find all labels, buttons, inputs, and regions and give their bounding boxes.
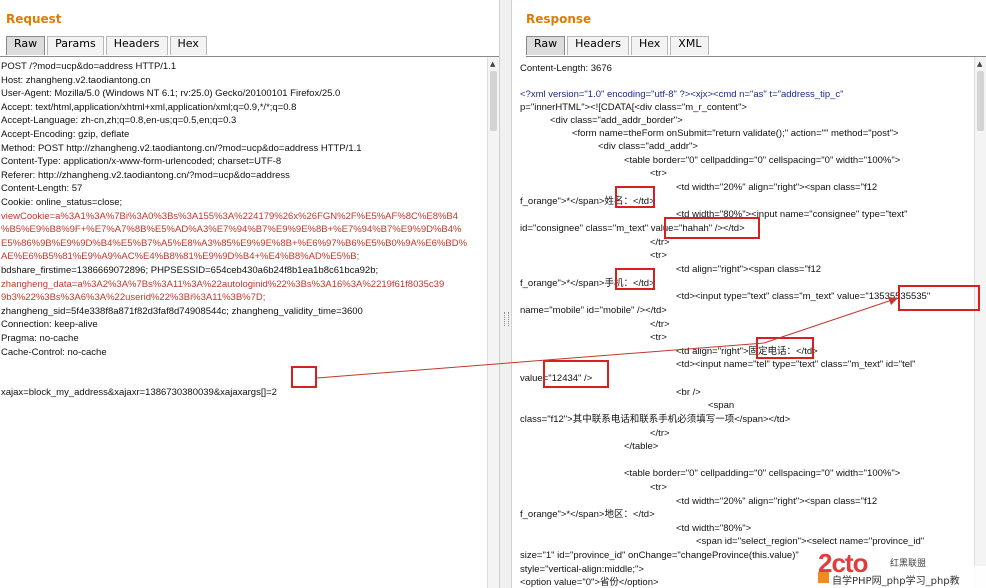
tab-hex[interactable]: Hex [630,36,669,55]
response-line: f_orange">*</span>姓名：</td> [520,196,655,207]
tab-headers[interactable]: Headers [567,36,629,55]
highlight-box-xajaxargs [291,366,317,388]
watermark-subtext: 自学PHP网_php学习_php教 [832,576,960,587]
scroll-up-icon[interactable]: ▲ [490,60,496,68]
response-line: <tr> [650,482,667,493]
request-line: Cache-Control: no-cache [1,346,107,358]
request-line: Accept-Encoding: gzip, deflate [1,129,130,140]
response-line: id="consignee" class="m_text" value="hah… [520,223,745,234]
response-line: p="innerHTML"><![CDATA[<div class="m_r_c… [520,102,747,113]
response-line: <div class="add_addr_border"> [550,115,683,126]
response-tabs: Raw Headers Hex XML [526,36,711,56]
request-scrollbar[interactable]: ▲ [487,57,499,588]
request-line: Pragma: no-cache [1,333,79,344]
tab-underline [0,56,499,57]
response-line: <td width="80%"><input name="consignee" … [676,209,908,220]
response-line: <td width="80%"> [676,523,752,534]
request-line: zhangheng_data=a%3A2%3A%7Bs%3A11%3A%22au… [1,278,445,290]
request-line: Content-Length: 57 [1,183,83,195]
tab-raw[interactable]: Raw [6,36,46,55]
highlight-box-tel-label [756,337,814,359]
tab-xml[interactable]: XML [670,36,710,55]
response-line: style="vertical-align:middle;"> [520,564,644,575]
request-line: bdshare_firstime=1386669072896; PHPSESSI… [1,265,379,276]
request-line: xajax=block_my_address&xajaxr=1386730380… [1,387,277,399]
request-line: viewCookie=a%3A1%3A%7Bi%3A0%3Bs%3A155%3A… [1,210,459,222]
scroll-up-icon[interactable]: ▲ [977,60,983,68]
request-line: Host: zhangheng.v2.taodiantong.cn [1,74,151,86]
response-line: <?xml version="1.0" encoding="utf-8" ?><… [520,89,844,100]
scrollbar-thumb[interactable] [977,71,984,131]
request-line: 9b3%22%3Bs%3A6%3A%22userid%22%3Bi%3A11%3… [1,292,266,304]
response-line: value="12434" /> [520,373,593,384]
request-line: %B5%E9%B8%9F+%E7%A7%8B%E5%AD%A3%E7%94%B7… [1,224,462,236]
response-line: <span id="select_region"><select name="p… [696,536,925,547]
response-line: <td align="right"><span class="f12 [676,264,822,275]
watermark-brand: 红黑联盟 [890,559,927,569]
response-line: <br /> [676,387,701,398]
response-raw-text[interactable]: Content-Length: 3676 <?xml version="1.0" … [512,57,986,588]
highlight-box-name-value [664,217,760,239]
request-line: POST /?mod=ucp&do=address HTTP/1.1 [1,61,177,72]
response-scrollbar[interactable]: ▲ [974,57,986,588]
splitter-grip-icon[interactable] [504,312,509,326]
highlight-box-name-label [615,186,655,208]
request-title: Request [6,12,62,26]
pane-splitter[interactable] [499,0,512,588]
highlight-box-mobile-label [615,268,655,290]
response-line: </tr> [650,428,670,439]
response-line: <td><input type="text" class="m_text" va… [676,291,931,302]
response-line: <option value="0">省份</option> [520,577,659,588]
response-line: <tr> [650,332,667,343]
scrollbar-thumb[interactable] [490,71,497,131]
response-line: f_orange">*</span>地区：</td> [520,509,655,520]
response-line: Content-Length: 3676 [520,63,612,74]
request-line: Connection: keep-alive [1,319,98,331]
request-line: AE%E6%B5%81%E9%A9%AC%E4%B8%81%E9%9D%B4+%… [1,251,360,263]
response-line: <table border="0" cellpadding="0" cellsp… [624,155,901,166]
tab-headers[interactable]: Headers [105,36,168,55]
request-line: User-Agent: Mozilla/5.0 (Windows NT 6.1;… [1,88,341,100]
highlight-box-tel-value [543,360,609,388]
response-line: size="1" id="province_id" onChange="chan… [520,550,799,561]
watermark-badge-icon [818,572,829,583]
response-line: class="f12">其中联系电话和联系手机必须填写一项</span></td… [520,414,791,425]
request-line: Accept-Language: zh-cn,zh;q=0.8,en-us;q=… [1,115,237,127]
request-line: Accept: text/html,application/xhtml+xml,… [1,101,297,113]
tab-hex[interactable]: Hex [169,36,207,55]
response-line: <td width="20%" align="right"><span clas… [676,182,878,193]
request-line: Method: POST http://zhangheng.v2.taodian… [1,142,362,154]
request-line: Content-Type: application/x-www-form-url… [1,156,282,168]
watermark: 2cto 红黑联盟 自学PHP网_php学习_php教 [818,548,986,588]
response-line: f_orange">*</span>手机：</td> [520,278,655,289]
response-pane: Response Raw Headers Hex XML Content-Len… [512,0,986,588]
response-line: <div class="add_addr"> [598,141,698,152]
response-line: name="mobile" id="mobile" /></td> [520,305,667,316]
request-pane: Request Raw Params Headers Hex POST /?mo… [0,12,499,588]
tab-underline [526,56,986,57]
response-line: <form name=theForm onSubmit="return vali… [572,128,899,139]
response-line: <tr> [650,168,667,179]
request-tabs: Raw Params Headers Hex [6,36,209,56]
response-line: <td><input name="tel" type="text" class=… [676,359,916,370]
request-line: E5%86%9B%E9%9D%B4%E5%B7%A5%E8%A3%85%E9%9… [1,237,468,249]
request-line: Cookie: online_status=close; [1,197,123,208]
highlight-box-mobile-value [898,285,980,311]
response-line: </tr> [650,319,670,330]
request-line: Referer: http://zhangheng.v2.taodiantong… [1,169,290,181]
response-line: </tr> [650,237,670,248]
response-line: <tr> [650,250,667,261]
response-line: <table border="0" cellpadding="0" cellsp… [624,468,901,479]
response-line: <td width="20%" align="right"><span clas… [676,496,878,507]
response-title: Response [526,12,592,26]
request-line: zhangheng_sid=5f4e338f8a871f82d3faf8d749… [1,305,363,317]
response-line: <span [708,400,735,411]
tab-params[interactable]: Params [47,36,104,55]
tab-raw[interactable]: Raw [526,36,566,55]
response-line: </table> [624,441,659,452]
